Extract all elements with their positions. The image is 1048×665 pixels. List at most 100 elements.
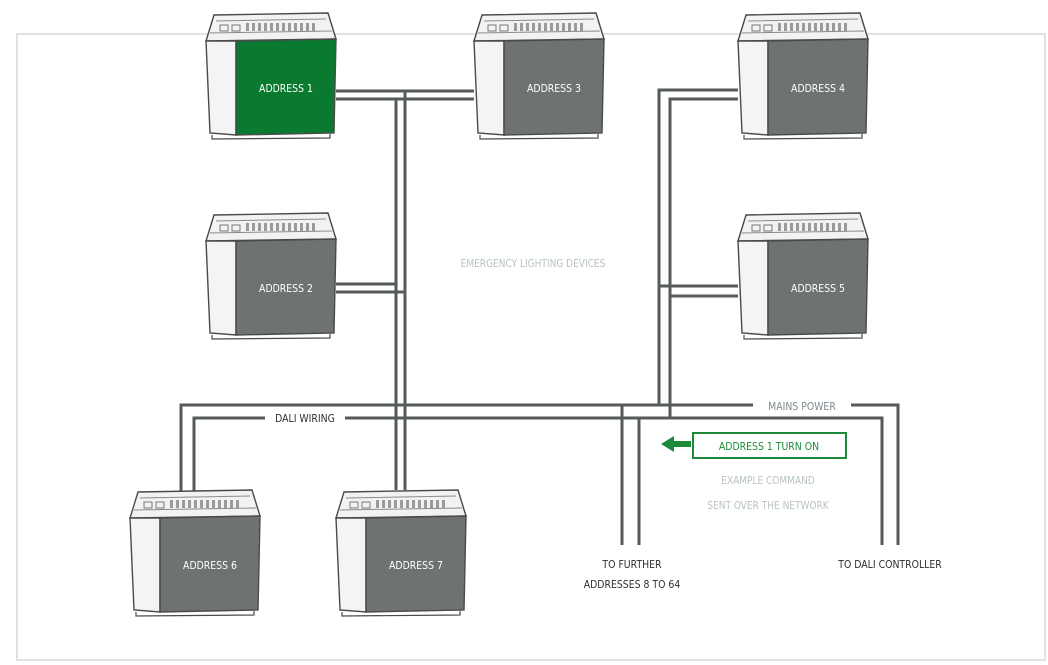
device-terminal bbox=[282, 223, 285, 231]
device-terminal bbox=[276, 23, 279, 31]
command-text: ADDRESS 1 TURN ON bbox=[719, 441, 819, 453]
device-terminal bbox=[418, 500, 421, 508]
device-label: ADDRESS 4 bbox=[791, 83, 845, 95]
device-side bbox=[737, 240, 769, 336]
device-terminal bbox=[394, 500, 397, 508]
device-terminal bbox=[312, 223, 315, 231]
device-terminal bbox=[790, 223, 793, 231]
device-terminal bbox=[300, 223, 303, 231]
device-terminal bbox=[270, 23, 273, 31]
device-cap-detail bbox=[143, 501, 153, 509]
wire-mains-bus bbox=[179, 403, 900, 545]
device-terminal bbox=[264, 23, 267, 31]
device-terminal bbox=[562, 23, 565, 31]
device-terminal bbox=[784, 223, 787, 231]
device-body bbox=[365, 515, 467, 613]
device-terminal bbox=[236, 500, 239, 508]
device-cap-detail bbox=[155, 501, 165, 509]
device-terminal bbox=[312, 23, 315, 31]
device-label: ADDRESS 3 bbox=[527, 83, 581, 95]
device-terminal bbox=[838, 23, 841, 31]
command-caption-line2: SENT OVER THE NETWORK bbox=[707, 500, 829, 512]
device-terminal bbox=[544, 23, 547, 31]
device-cap-ridge bbox=[209, 218, 333, 234]
device-terminal bbox=[814, 223, 817, 231]
device-base bbox=[743, 334, 863, 340]
device-terminal bbox=[778, 23, 781, 31]
command-caption-line1: EXAMPLE COMMAND bbox=[721, 475, 815, 487]
device-terminal bbox=[796, 23, 799, 31]
device-terminal bbox=[808, 223, 811, 231]
device-terminal bbox=[188, 500, 191, 508]
device-terminal bbox=[300, 23, 303, 31]
device-address-2: ADDRESS 2 bbox=[205, 212, 337, 340]
device-terminal bbox=[532, 23, 535, 31]
device-cap-detail bbox=[487, 24, 497, 32]
device-label: ADDRESS 5 bbox=[791, 283, 845, 295]
device-cap-ridge bbox=[741, 218, 865, 234]
device-cap-detail bbox=[231, 224, 241, 232]
device-body bbox=[767, 238, 869, 336]
device-terminal bbox=[844, 23, 847, 31]
device-cap-detail bbox=[499, 24, 509, 32]
device-base bbox=[743, 134, 863, 140]
device-cap-detail bbox=[763, 24, 773, 32]
device-terminal bbox=[550, 23, 553, 31]
device-cap-detail bbox=[751, 224, 761, 232]
device-terminal bbox=[230, 500, 233, 508]
device-base bbox=[211, 134, 331, 140]
device-cap-ridge bbox=[477, 18, 601, 34]
device-body bbox=[235, 38, 337, 136]
device-terminal bbox=[212, 500, 215, 508]
device-label: ADDRESS 2 bbox=[259, 283, 313, 295]
device-terminal bbox=[538, 23, 541, 31]
device-terminal bbox=[270, 223, 273, 231]
device-cap-detail bbox=[219, 224, 229, 232]
device-terminal bbox=[424, 500, 427, 508]
device-terminal bbox=[294, 223, 297, 231]
device-terminal bbox=[224, 500, 227, 508]
device-terminal bbox=[808, 23, 811, 31]
device-terminal bbox=[784, 23, 787, 31]
device-terminal bbox=[820, 223, 823, 231]
device-terminal bbox=[206, 500, 209, 508]
device-terminal bbox=[406, 500, 409, 508]
device-base bbox=[341, 611, 461, 617]
device-terminal bbox=[252, 23, 255, 31]
example-command: ADDRESS 1 TURN ON EXAMPLE COMMAND SENT O… bbox=[661, 432, 847, 512]
device-cap-detail bbox=[231, 24, 241, 32]
device-terminal bbox=[258, 23, 261, 31]
device-terminal bbox=[832, 223, 835, 231]
device-terminal bbox=[282, 23, 285, 31]
command-box bbox=[692, 432, 847, 459]
device-terminal bbox=[412, 500, 415, 508]
center-label: EMERGENCY LIGHTING DEVICES bbox=[461, 258, 606, 270]
device-terminal bbox=[218, 500, 221, 508]
device-terminal bbox=[430, 500, 433, 508]
device-terminal bbox=[306, 223, 309, 231]
device-terminal bbox=[170, 500, 173, 508]
device-body bbox=[503, 38, 605, 136]
controller-label: TO DALI CONTROLLER bbox=[837, 559, 941, 571]
device-terminal bbox=[796, 223, 799, 231]
device-terminal bbox=[526, 23, 529, 31]
device-terminal bbox=[514, 23, 517, 31]
devices-layer: ADDRESS 1 ADDRESS 2 ADDRESS 3 ADDRESS 4 ADDR… bbox=[129, 12, 869, 617]
device-terminal bbox=[246, 23, 249, 31]
device-label: ADDRESS 1 bbox=[259, 83, 313, 95]
wire-right-top-b bbox=[668, 97, 738, 417]
device-label: ADDRESS 6 bbox=[183, 560, 237, 572]
device-address-6: ADDRESS 6 bbox=[129, 489, 261, 617]
device-terminal bbox=[826, 23, 829, 31]
device-cap-detail bbox=[349, 501, 359, 509]
device-side bbox=[335, 517, 367, 613]
wiring bbox=[179, 88, 900, 545]
device-terminal bbox=[814, 23, 817, 31]
device-cap-detail bbox=[219, 24, 229, 32]
device-terminal bbox=[176, 500, 179, 508]
mains-power-label: MAINS POWER bbox=[768, 401, 836, 413]
device-body bbox=[159, 515, 261, 613]
dali-wiring-label: DALI WIRING bbox=[275, 413, 335, 425]
device-address-4: ADDRESS 4 bbox=[737, 12, 869, 140]
